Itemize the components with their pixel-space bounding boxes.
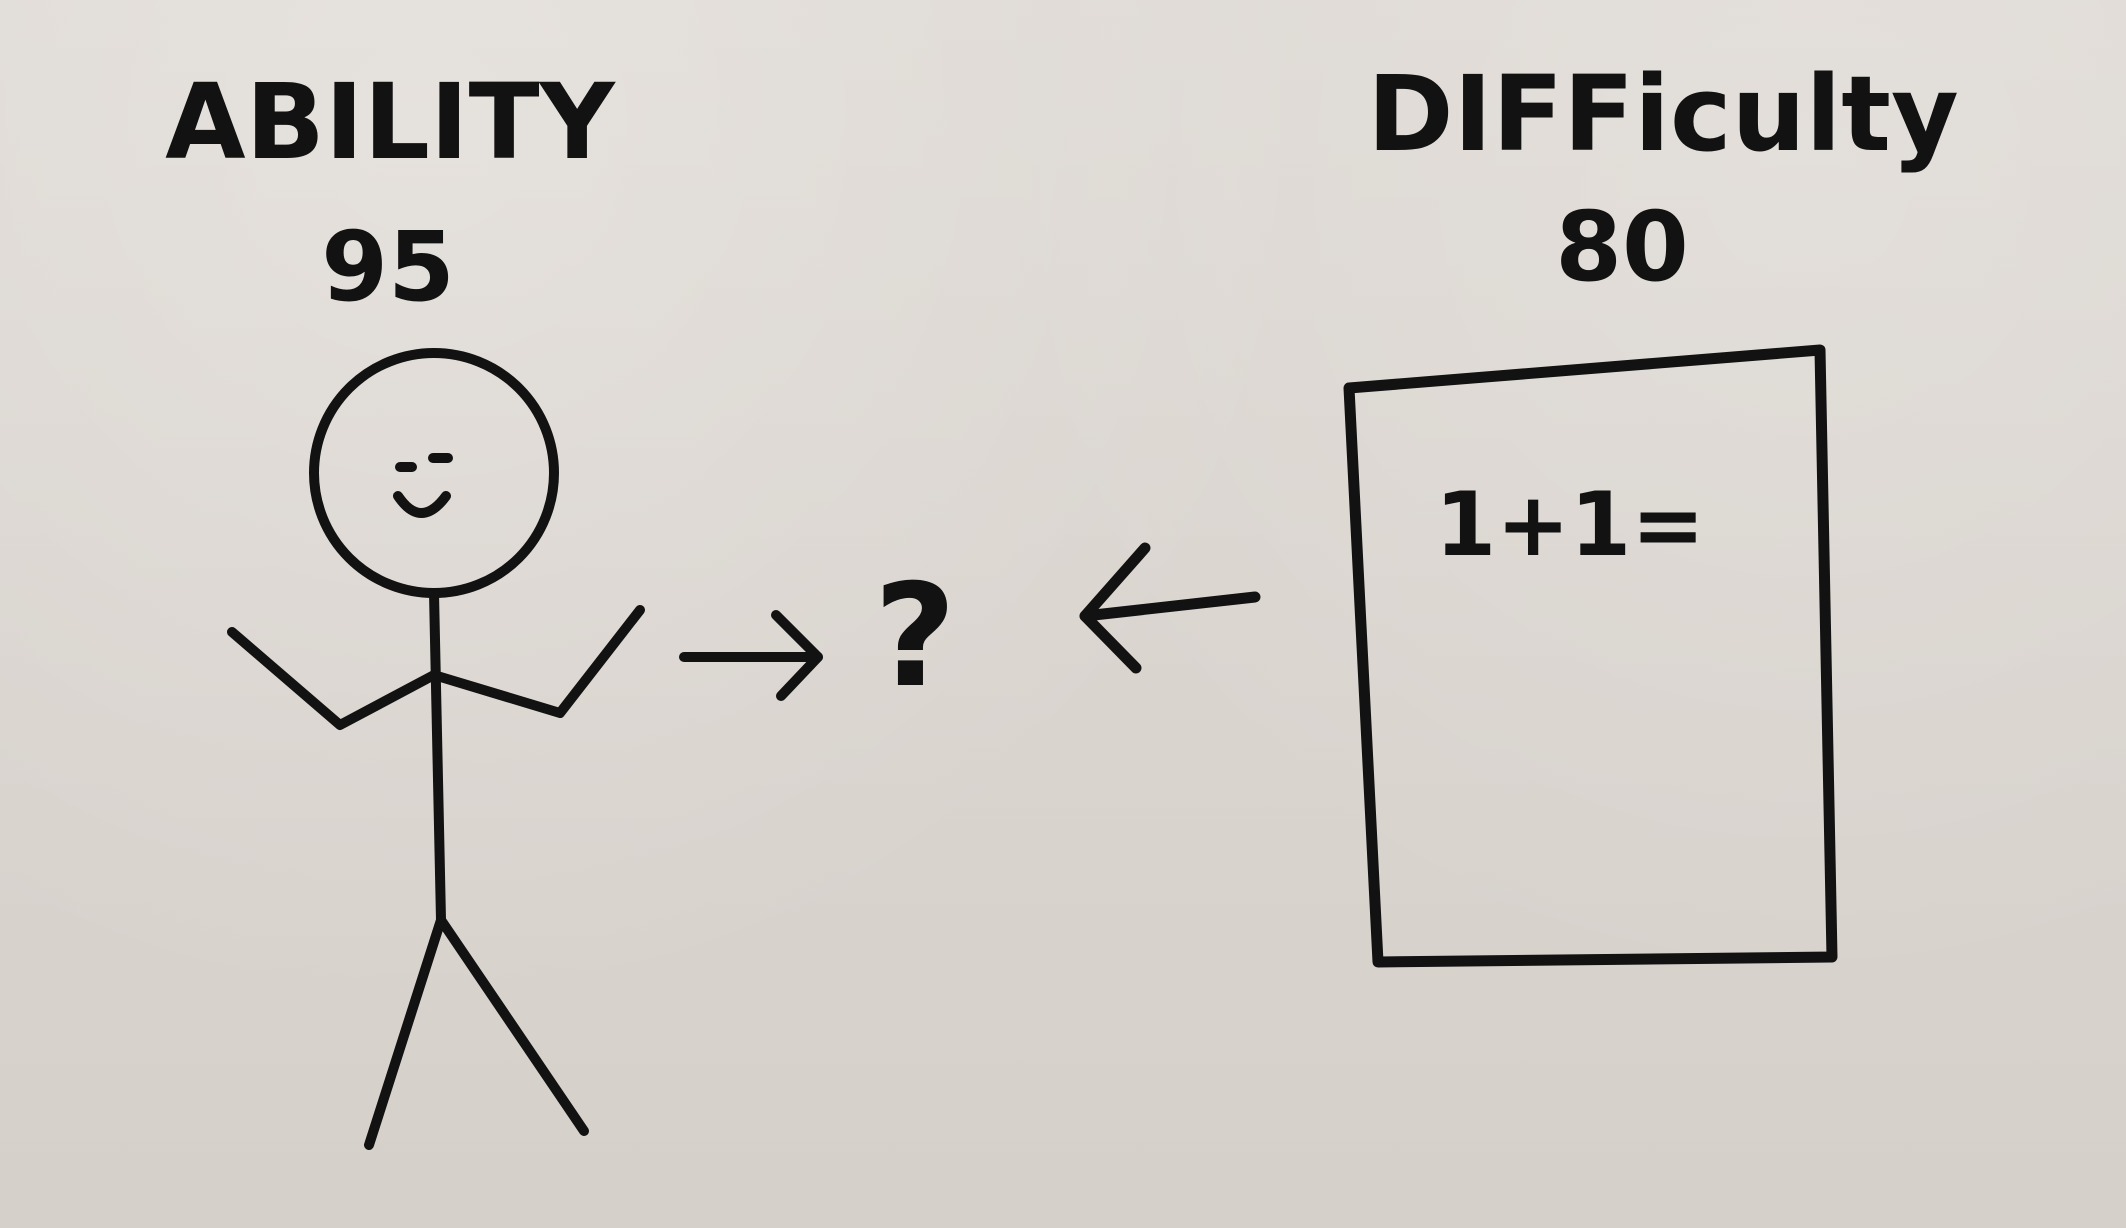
ability-value: 95 bbox=[321, 211, 455, 323]
stick-figure-right-arm bbox=[429, 605, 645, 718]
arrow-to-question-head bbox=[771, 610, 823, 701]
ability-title: ABILITY bbox=[165, 61, 616, 183]
arrow-from-task-shaft bbox=[1079, 591, 1261, 622]
difficulty-value: 80 bbox=[1555, 191, 1689, 303]
stick-figure-head bbox=[309, 348, 559, 598]
stick-figure-body bbox=[429, 588, 446, 925]
arrow-from-task-head bbox=[1079, 542, 1151, 674]
task-sheet-border bbox=[1343, 344, 1838, 968]
difficulty-title: DIFFiculty bbox=[1367, 53, 1959, 175]
arrow-from-task bbox=[1079, 542, 1261, 674]
stick-figure bbox=[227, 348, 645, 1150]
stick-figure-left-arm bbox=[227, 627, 439, 730]
stick-figure-eyes bbox=[395, 453, 453, 472]
stick-figure-mouth bbox=[393, 491, 451, 518]
arrow-to-question bbox=[679, 610, 823, 701]
stick-figure-left-leg bbox=[364, 915, 446, 1150]
question-mark: ? bbox=[874, 554, 956, 719]
task-equation: 1+1= bbox=[1435, 473, 1705, 576]
stick-figure-right-leg bbox=[436, 915, 589, 1136]
task-sheet: 1+1= bbox=[1343, 344, 1838, 968]
